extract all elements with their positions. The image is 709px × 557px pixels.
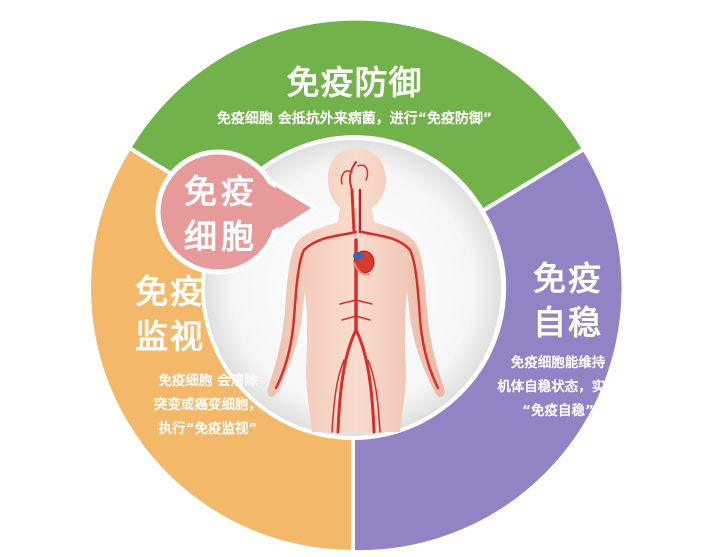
immune-homeostasis-desc-line3: “免疫自稳” [522, 403, 594, 419]
immune-surveillance-desc-line3: 执行“免疫监视” [158, 421, 258, 437]
immune-surveillance-title-line1: 免疫 [135, 272, 205, 311]
immune-homeostasis-desc-line1: 免疫细胞能维持 [510, 355, 606, 371]
immune-surveillance-desc-line2: 突变或癌变细胞， [154, 397, 262, 413]
inner-circle-border [201, 136, 505, 440]
immune-defense-description: 免疫细胞 会抵抗外来病菌，进行“免疫防御” [216, 111, 493, 127]
immune-defense-title: 免疫防御 [286, 63, 423, 102]
bubble-label-line2: 细胞 [184, 217, 258, 256]
bubble-label-line1: 免疫 [184, 172, 258, 211]
immune-homeostasis-title-line1: 免疫 [533, 259, 603, 298]
immune-surveillance-desc-line1: 免疫细胞 会清除 [158, 373, 258, 389]
segment-immune-homeostasis [353, 150, 622, 551]
immune-surveillance-title-line2: 监视 [135, 317, 205, 356]
immune-homeostasis-desc-line2: 机体自稳状态，实现 [497, 379, 619, 395]
immune-cell-bubble [155, 149, 317, 275]
immune-homeostasis-title-line2: 自稳 [533, 303, 603, 342]
human-body-circulatory-icon [267, 148, 445, 434]
separator-right [482, 147, 586, 212]
segment-immune-surveillance [91, 149, 354, 550]
